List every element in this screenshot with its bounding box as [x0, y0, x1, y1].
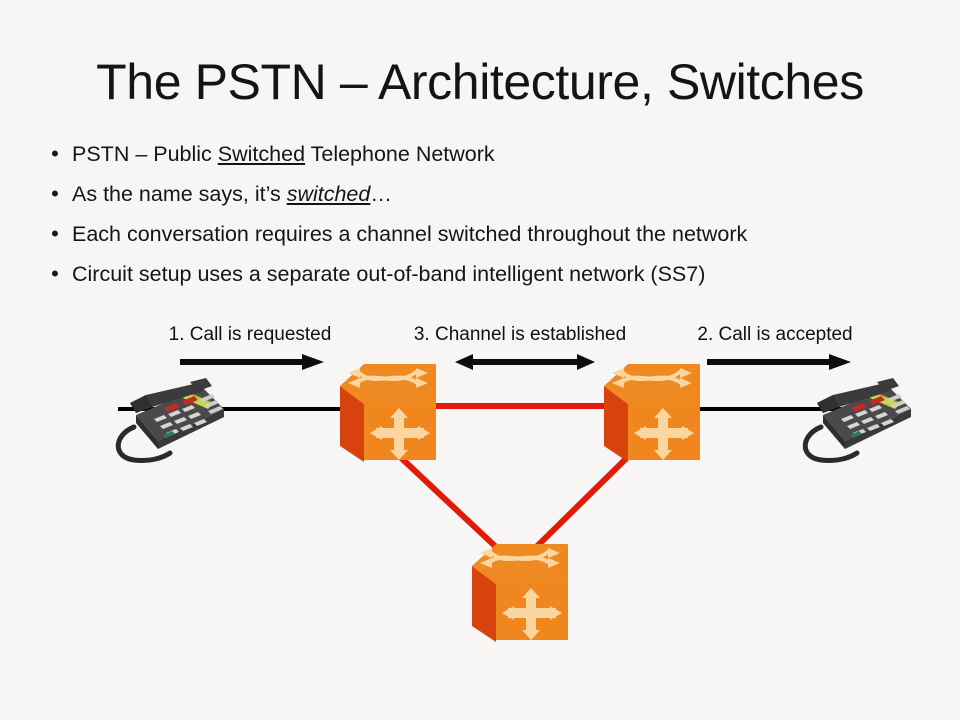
page-title: The PSTN – Architecture, Switches	[96, 54, 864, 110]
switch-bottom-icon	[472, 544, 568, 642]
bullet-marker: •	[51, 221, 59, 246]
bullet-segment: Telephone Network	[305, 142, 495, 166]
list-item: • PSTN – Public Switched Telephone Netwo…	[38, 138, 938, 178]
switch-left-icon	[340, 364, 436, 462]
arrow-call-requested-icon	[180, 354, 324, 370]
link-switch-right-to-switch-bottom	[518, 437, 648, 565]
bullet-list: • PSTN – Public Switched Telephone Netwo…	[38, 138, 938, 298]
step-label-call-accepted: 2. Call is accepted	[697, 324, 853, 345]
bullet-segment: As the name says, it’s	[72, 182, 287, 206]
list-item: • As the name says, it’s switched…	[38, 178, 938, 218]
phone-left-icon	[115, 378, 224, 463]
switch-right-icon	[604, 364, 700, 462]
bullet-segment: …	[370, 182, 392, 206]
bullet-segment-underline: Switched	[217, 142, 306, 166]
phone-right-icon	[802, 378, 911, 463]
arrow-channel-established-icon	[455, 354, 595, 370]
bullet-text: PSTN – Public Switched Telephone Network	[72, 138, 495, 170]
network-diagram: 1. Call is requested 3. Channel is estab…	[0, 310, 960, 670]
bullet-marker: •	[51, 181, 59, 206]
step-label-channel-established: 3. Channel is established	[413, 324, 627, 345]
step-label-call-requested: 1. Call is requested	[168, 324, 332, 345]
bullet-marker: •	[51, 261, 59, 286]
arrow-call-accepted-icon	[707, 354, 851, 370]
bullet-text: Circuit setup uses a separate out-of-ban…	[72, 262, 706, 286]
bullet-marker: •	[51, 141, 59, 166]
bullet-text: As the name says, it’s switched…	[72, 178, 392, 210]
bullet-segment-underline-italic: switched	[286, 182, 371, 206]
link-switch-left-to-switch-bottom	[379, 437, 515, 565]
bullet-text: Each conversation requires a channel swi…	[72, 222, 748, 246]
list-item: • Each conversation requires a channel s…	[38, 218, 938, 258]
bullet-segment: PSTN – Public	[72, 142, 218, 166]
list-item: • Circuit setup uses a separate out-of-b…	[38, 258, 938, 298]
